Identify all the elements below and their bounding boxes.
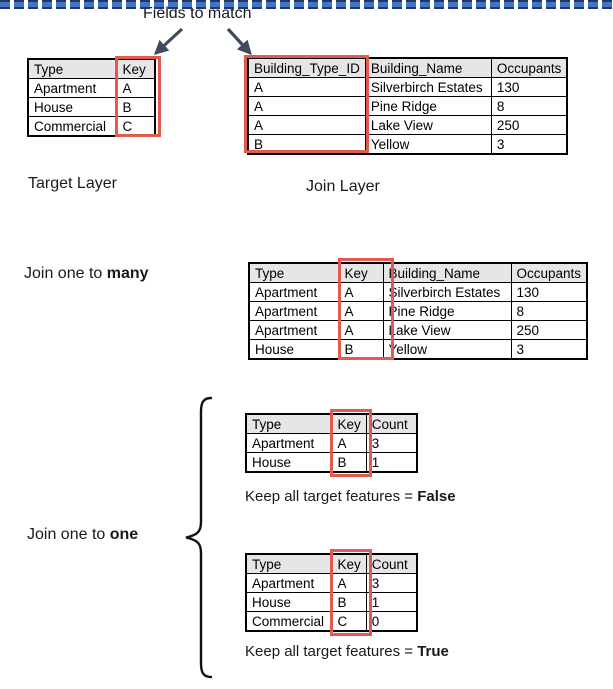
column-header: Occupants — [490, 57, 568, 78]
cell: 3 — [365, 433, 418, 453]
table-row: A Lake View 250 — [247, 115, 568, 135]
column-header: Type — [245, 553, 333, 574]
cell: 130 — [490, 77, 568, 97]
table-row: House B Yellow 3 — [248, 339, 588, 360]
curly-brace-icon — [185, 396, 213, 679]
table-header-row: Type Key Count — [245, 413, 418, 434]
cell: 1 — [365, 592, 418, 612]
cell: Pine Ridge — [364, 96, 492, 116]
join-layer-table: Building_Type_ID Building_Name Occupants… — [247, 57, 569, 155]
table-row: Commercial C 0 — [245, 611, 418, 632]
column-header: Type — [248, 262, 340, 283]
table-row: Apartment A Silverbirch Estates 130 — [248, 282, 588, 302]
keep-false-caption: Keep all target features = False — [245, 488, 456, 505]
section-divider — [0, 0, 613, 9]
cell: Apartment — [27, 78, 118, 98]
table-header-row: Type Key Building_Name Occupants — [248, 262, 588, 283]
cell: 250 — [490, 115, 568, 135]
cell: Yellow — [382, 339, 512, 360]
target-layer-table: Type Key Apartment A House B Commercial … — [27, 58, 156, 137]
table-row: Apartment A Pine Ridge 8 — [248, 301, 588, 321]
one-to-one-false-table: Type Key Count Apartment A 3 House B 1 — [245, 413, 419, 473]
highlight-join-key-column — [244, 55, 369, 153]
arrow-to-join-key-icon — [226, 27, 252, 56]
cell: 3 — [365, 573, 418, 593]
cell: Apartment — [245, 433, 333, 453]
table-header-row: Type Key Count — [245, 553, 418, 574]
cell: Apartment — [248, 301, 340, 321]
cell: 8 — [510, 301, 588, 321]
label-prefix: Join one to — [27, 526, 110, 543]
cell: Commercial — [27, 116, 118, 137]
cell: 0 — [365, 611, 418, 632]
cell: Apartment — [248, 320, 340, 340]
table-row: A Silverbirch Estates 130 — [247, 77, 568, 97]
column-header: Count — [365, 553, 418, 574]
cell: Silverbirch Estates — [382, 282, 512, 302]
highlight-one-to-one-true-key-column — [330, 549, 372, 636]
highlight-one-to-one-false-key-column — [330, 409, 372, 477]
table-row: House B 1 — [245, 592, 418, 612]
cell: 3 — [490, 134, 568, 155]
cell: 8 — [490, 96, 568, 116]
table-row: Apartment A Lake View 250 — [248, 320, 588, 340]
cell: Silverbirch Estates — [364, 77, 492, 97]
cell: Yellow — [364, 134, 492, 155]
column-header: Key — [331, 413, 367, 434]
column-header: Type — [27, 58, 118, 79]
one-to-one-true-table: Type Key Count Apartment A 3 House B 1 C… — [245, 553, 419, 632]
cell: B — [247, 134, 366, 155]
caption-prefix: Keep all target features = — [245, 643, 418, 660]
column-header: Count — [365, 413, 418, 434]
cell: B — [331, 592, 367, 612]
label-prefix: Join one to — [24, 265, 107, 282]
column-header: Occupants — [510, 262, 588, 283]
join-layer-label: Join Layer — [306, 178, 380, 195]
cell: 250 — [510, 320, 588, 340]
cell: Pine Ridge — [382, 301, 512, 321]
cell: 1 — [365, 452, 418, 473]
fields-to-match-label: Fields to match — [143, 5, 252, 22]
label-bold: one — [109, 526, 139, 543]
caption-bold: True — [417, 643, 449, 660]
table-row: B Yellow 3 — [247, 134, 568, 155]
cell: 3 — [510, 339, 588, 360]
highlight-one-to-many-key-column — [338, 258, 394, 360]
cell: House — [27, 97, 118, 117]
cell: Commercial — [245, 611, 333, 632]
cell: A — [247, 115, 366, 135]
table-row: Apartment A — [27, 78, 156, 98]
cell: 130 — [510, 282, 588, 302]
column-header: Key — [331, 553, 367, 574]
column-header: Type — [245, 413, 333, 434]
table-header-row: Building_Type_ID Building_Name Occupants — [247, 57, 568, 78]
cell: Apartment — [245, 573, 333, 593]
table-row: House B 1 — [245, 452, 418, 473]
caption-prefix: Keep all target features = — [245, 488, 418, 505]
table-row: House B — [27, 97, 156, 117]
cell: B — [116, 97, 156, 117]
fields-to-match-arrows-icon — [153, 27, 252, 56]
cell: Lake View — [382, 320, 512, 340]
cell: Apartment — [248, 282, 340, 302]
join-one-to-many-label: Join one to many — [24, 265, 149, 283]
one-to-many-result-table: Type Key Building_Name Occupants Apartme… — [248, 262, 589, 360]
caption-bold: False — [417, 488, 456, 505]
table-row: Commercial C — [27, 116, 156, 137]
cell: House — [245, 452, 333, 473]
target-layer-label: Target Layer — [28, 175, 117, 192]
keep-true-caption: Keep all target features = True — [245, 643, 449, 660]
cell: House — [248, 339, 340, 360]
cell: Lake View — [364, 115, 492, 135]
highlight-target-key-column — [115, 56, 161, 137]
column-header: Building_Name — [364, 57, 492, 78]
arrow-to-target-key-icon — [153, 27, 184, 55]
join-one-to-one-label: Join one to one — [27, 526, 138, 544]
table-row: Apartment A 3 — [245, 433, 418, 453]
column-header: Building_Type_ID — [247, 57, 366, 78]
column-header: Building_Name — [382, 262, 512, 283]
label-bold: many — [106, 265, 149, 282]
table-row: Apartment A 3 — [245, 573, 418, 593]
cell: House — [245, 592, 333, 612]
